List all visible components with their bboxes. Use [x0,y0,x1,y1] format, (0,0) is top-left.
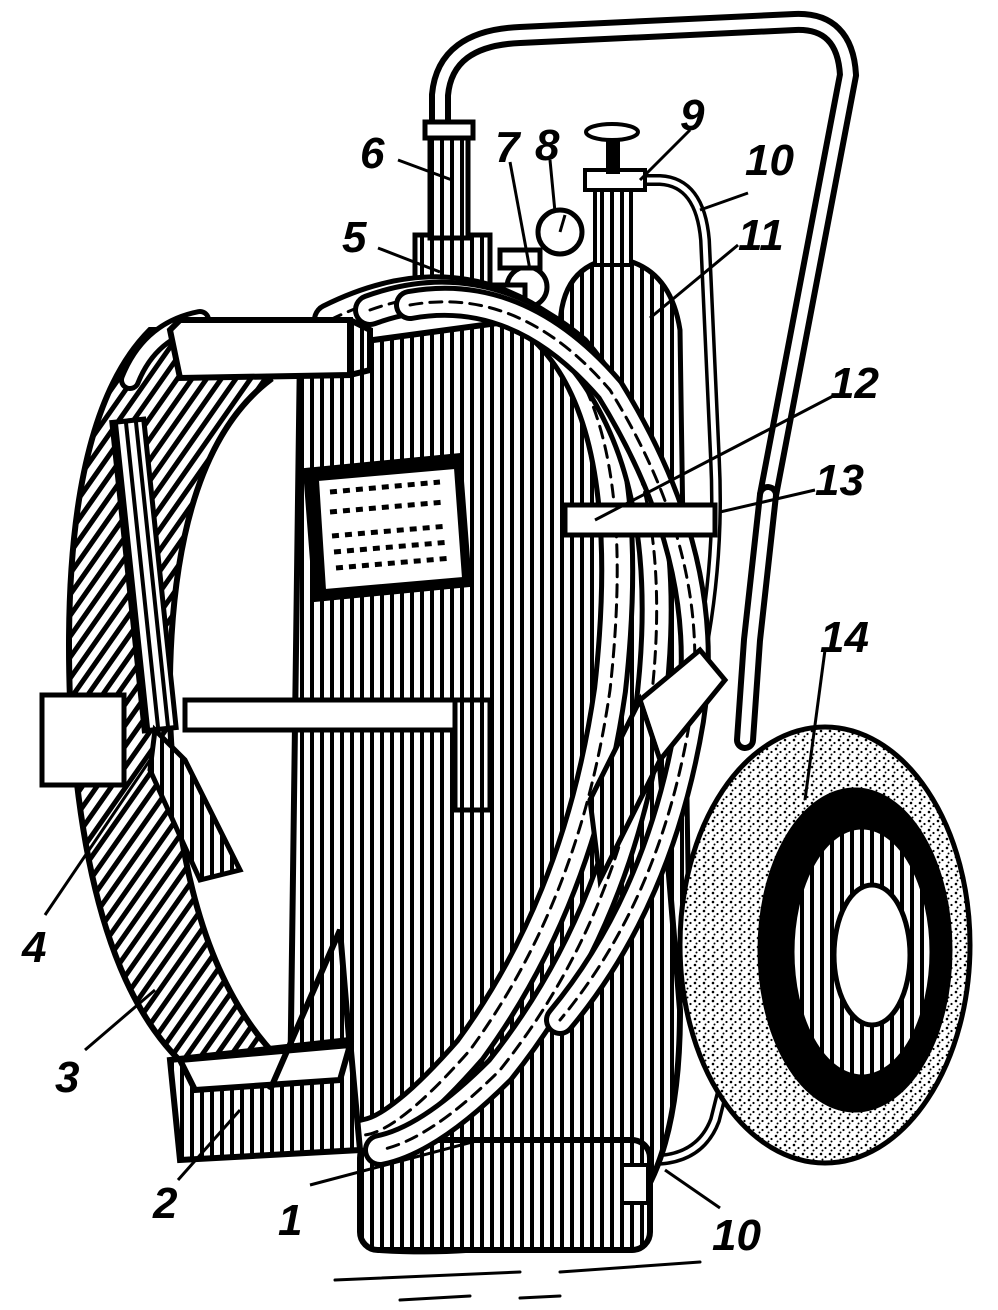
leader-lines [43,128,836,1210]
label-7: 7 [495,123,522,172]
handle-frame [429,10,860,751]
side-clip [39,692,127,788]
label-6: 6 [360,129,385,178]
label-4: 4 [21,923,46,972]
discharge-nozzle [109,416,244,883]
label-5: 5 [342,213,367,262]
hose-saddle [166,317,373,382]
label-13: 13 [815,456,864,505]
label-3: 3 [55,1053,79,1102]
label-12: 12 [830,359,879,408]
wheel [677,724,973,1166]
label-2: 2 [152,1179,178,1228]
label-10-top: 10 [745,136,794,185]
label-11: 11 [738,211,784,260]
cylinder-valve [583,122,647,267]
label-8: 8 [535,121,560,170]
right-hose-end [587,646,729,889]
label-14: 14 [820,613,869,662]
label-10-bottom: 10 [712,1211,761,1260]
label-9: 9 [680,91,705,140]
bottom-outlet [620,1163,650,1205]
instruction-plate [302,452,473,603]
label-1: 1 [278,1196,302,1245]
callout-labels: 1 2 3 4 5 6 7 8 9 10 11 12 13 14 10 [21,91,879,1260]
cross-brace [182,697,493,813]
cylinder-clamp [562,502,718,538]
bottom-tray [166,928,364,1164]
ground-lines [333,1260,702,1302]
